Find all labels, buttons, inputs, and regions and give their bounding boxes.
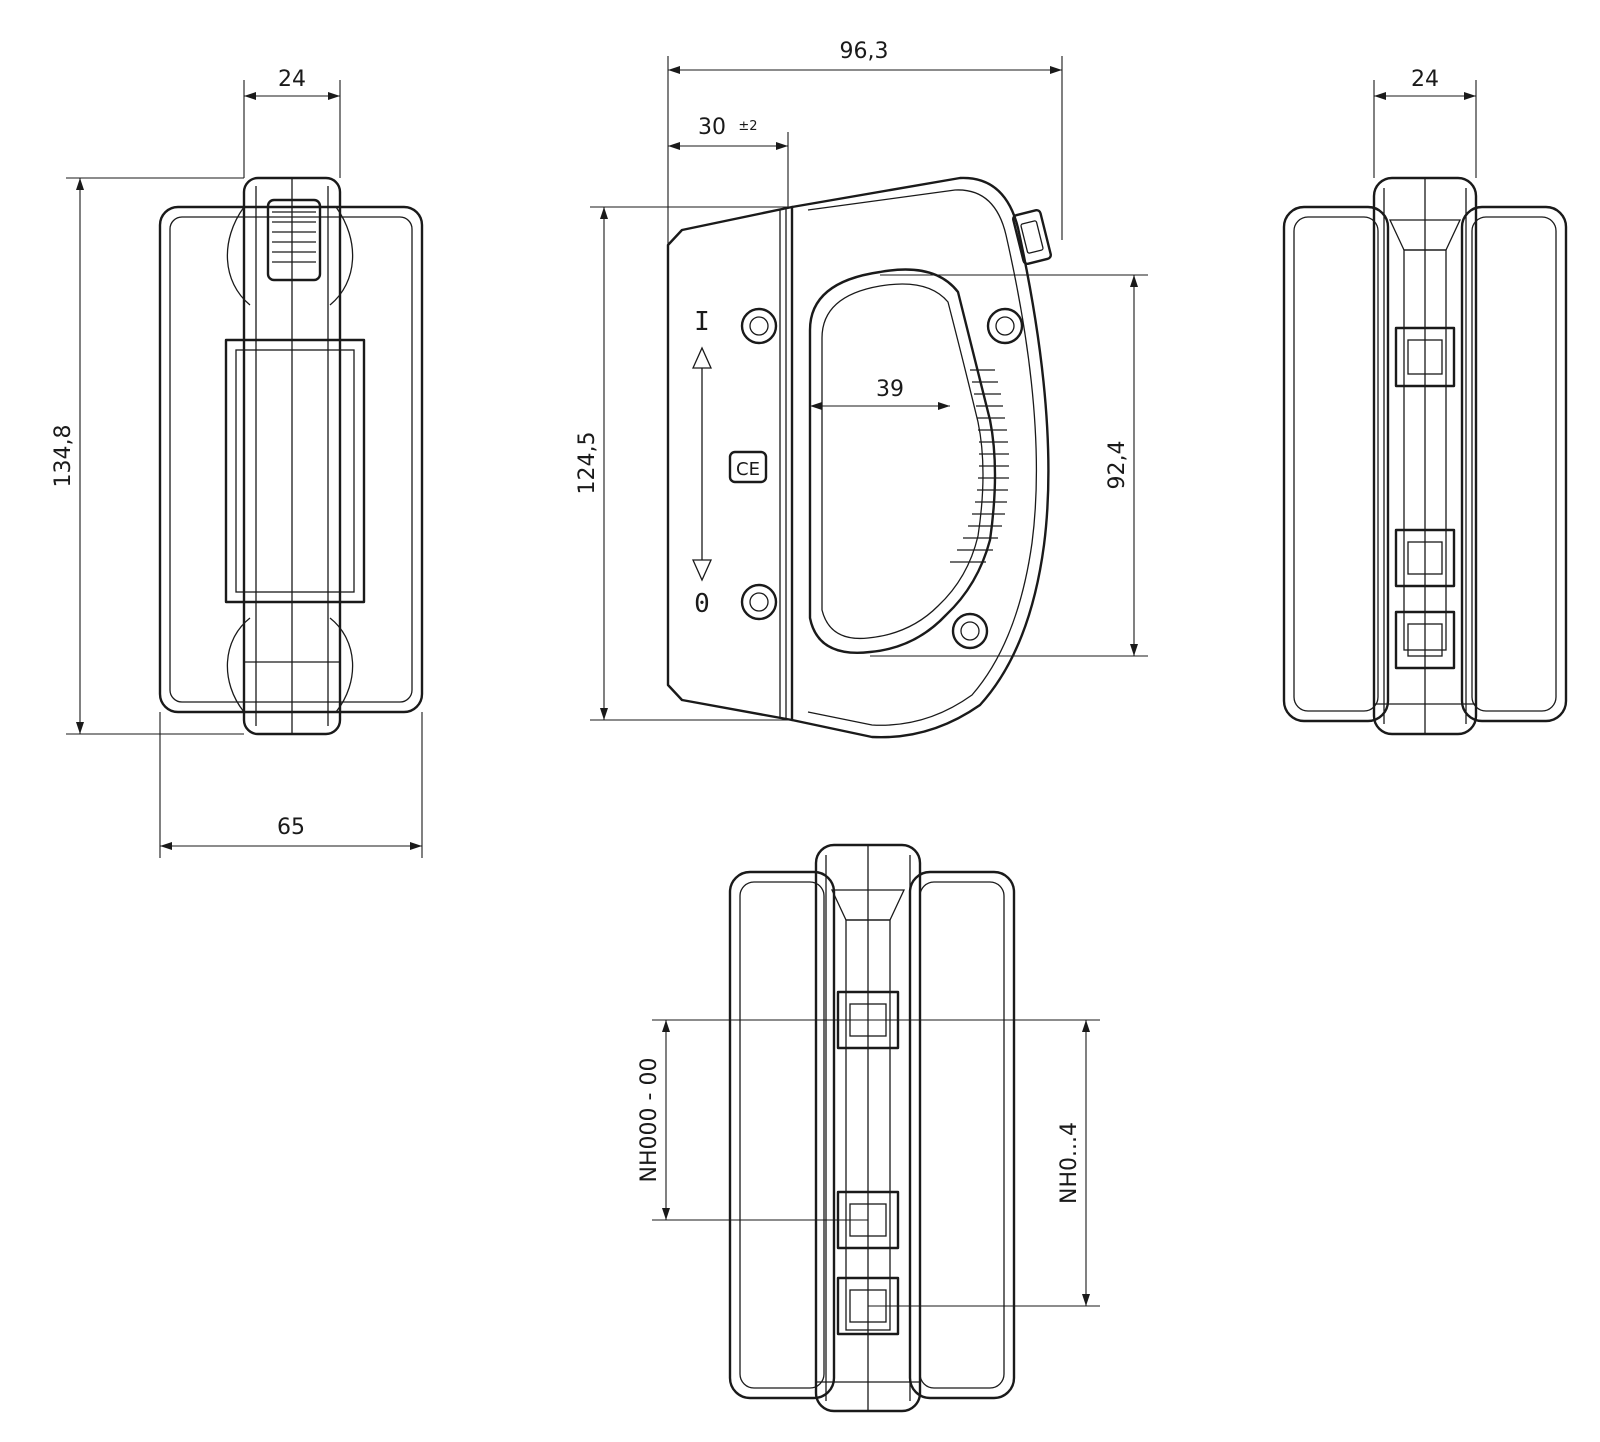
left-body-outline bbox=[158, 205, 424, 714]
left-side-view bbox=[158, 176, 424, 736]
dim-front-opening-width: 39 bbox=[876, 377, 904, 402]
front-latch-tab bbox=[1012, 209, 1052, 265]
bottom-right-block bbox=[908, 870, 1016, 1400]
right-contact-upper bbox=[1394, 326, 1456, 388]
dim-front-width: 96,3 bbox=[840, 39, 889, 64]
dim-left-height: 134,8 bbox=[51, 425, 76, 488]
front-screw-top-right bbox=[986, 307, 1024, 345]
right-right-block bbox=[1460, 205, 1568, 723]
dim-front-grip-tolerance: ±2 bbox=[738, 119, 757, 134]
front-grip-ribs bbox=[950, 369, 1009, 563]
right-left-block bbox=[1282, 205, 1390, 723]
front-screw-bottom-left bbox=[740, 583, 778, 621]
dim-left-width: 24 bbox=[278, 67, 306, 92]
on-off-arrow-icon bbox=[691, 346, 713, 582]
front-screw-bottom-right bbox=[951, 612, 989, 650]
right-contact-lower bbox=[1394, 610, 1456, 670]
off-symbol: 0 bbox=[694, 589, 710, 619]
dim-left-depth: 65 bbox=[277, 815, 305, 840]
front-handle-outline bbox=[790, 176, 1050, 739]
bottom-dimensions: NH000 - 00 NH0...4 bbox=[637, 1019, 1100, 1307]
right-contact-middle bbox=[1394, 528, 1456, 588]
bottom-contact-strip bbox=[845, 919, 891, 1331]
front-screw-top-left bbox=[740, 307, 778, 345]
left-latch-ribs bbox=[272, 211, 316, 263]
ce-mark-label: CE bbox=[736, 459, 760, 480]
left-dimensions: 24 134,8 65 bbox=[51, 67, 423, 858]
dim-front-grip-offset: 30 bbox=[698, 115, 726, 140]
dim-bottom-range-small: NH000 - 00 bbox=[637, 1058, 662, 1183]
on-symbol: I bbox=[694, 307, 710, 337]
front-view: I 0 CE bbox=[666, 176, 1052, 739]
bottom-left-block bbox=[728, 870, 836, 1400]
dim-bottom-range-large: NH0...4 bbox=[1057, 1122, 1082, 1204]
dim-front-opening-height: 92,4 bbox=[1105, 441, 1130, 490]
bottom-view bbox=[728, 843, 1016, 1413]
ce-mark-icon bbox=[728, 450, 768, 484]
right-dimensions: 24 bbox=[1373, 67, 1477, 178]
dim-front-height: 124,5 bbox=[575, 432, 600, 495]
left-label-window bbox=[224, 338, 366, 604]
right-side-view bbox=[1282, 176, 1568, 736]
right-contact-strip bbox=[1403, 249, 1447, 651]
dim-right-width: 24 bbox=[1411, 67, 1439, 92]
front-dimensions: 96,3 30 ±2 124,5 39 92,4 bbox=[575, 39, 1148, 721]
left-latch-ribbed bbox=[266, 198, 322, 282]
front-grip-opening bbox=[808, 268, 997, 654]
